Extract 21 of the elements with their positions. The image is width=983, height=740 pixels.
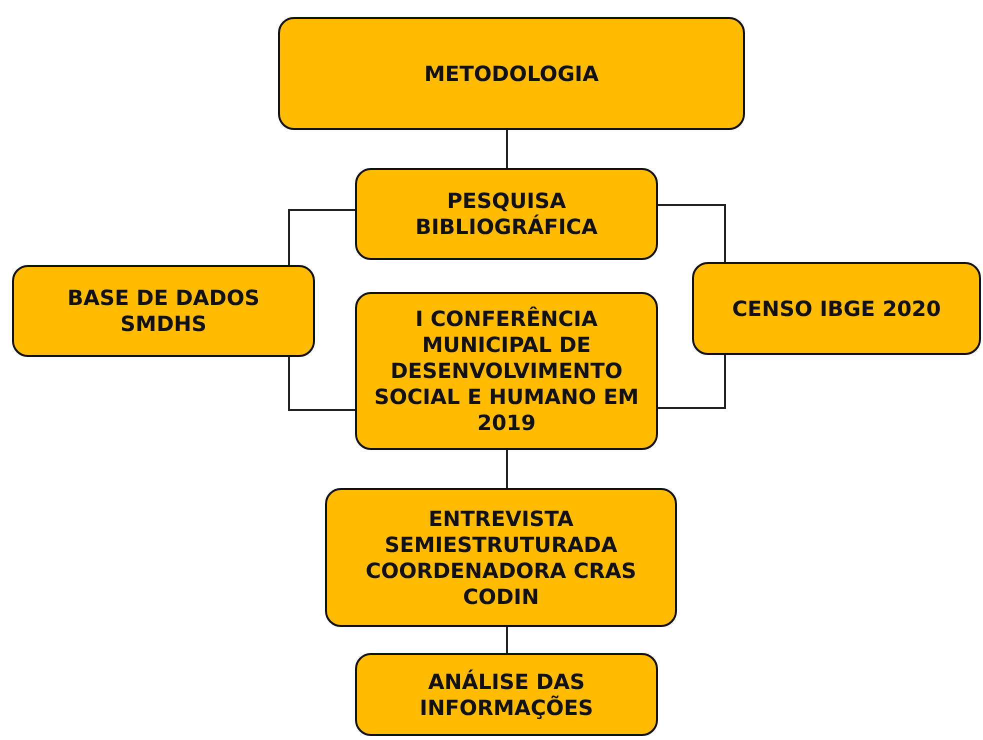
connector-line: [658, 204, 726, 262]
connector-line: [658, 355, 726, 409]
connector-line: [506, 627, 508, 653]
process-box: [355, 292, 658, 450]
box-label: ANÁLISE DAS INFORMAÇÕES: [418, 668, 594, 720]
box-label: ENTREVISTA SEMIESTRUTURADA COORDENADORA CRAS CODIN: [364, 506, 638, 610]
box-label: CENSO IBGE 2020: [732, 296, 941, 322]
box-label: PESQUISA BIBLIOGRÁFICA: [414, 188, 599, 240]
process-box: [325, 488, 677, 627]
connector-line: [506, 130, 508, 168]
process-box: [355, 653, 658, 736]
connector-line: [506, 450, 508, 488]
process-box: [355, 168, 658, 260]
process-box: [12, 265, 315, 357]
box-label: I CONFERÊNCIA MUNICIPAL DE DESENVOLVIMENTO SOCIAL E HUMANO EM 2019: [373, 306, 640, 436]
box-label: BASE DE DADOS SMDHS: [66, 285, 261, 337]
process-box: [278, 17, 745, 130]
connector-line: [288, 209, 355, 265]
box-label: METODOLOGIA: [424, 60, 599, 86]
process-box: [692, 262, 981, 355]
connector-line: [288, 357, 355, 411]
